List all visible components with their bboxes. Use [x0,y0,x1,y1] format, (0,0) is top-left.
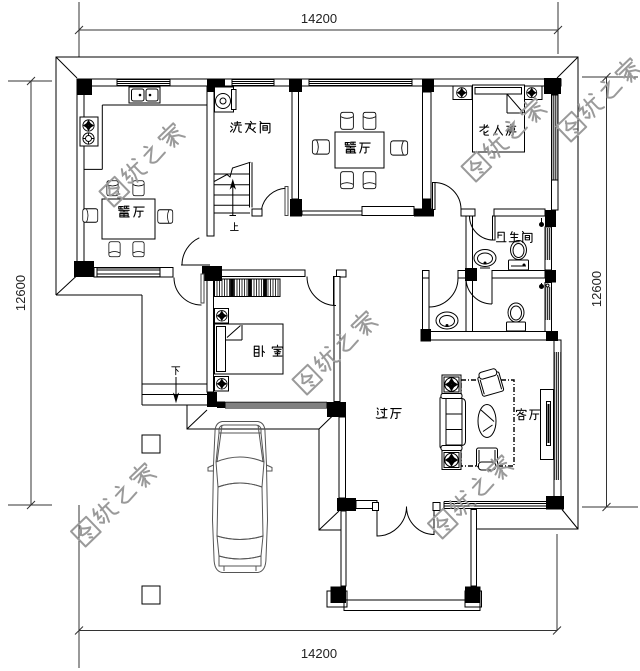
svg-text:12600: 12600 [13,275,28,311]
svg-text:14200: 14200 [301,646,337,661]
svg-text:12600: 12600 [589,271,604,307]
svg-text:14200: 14200 [301,11,337,26]
